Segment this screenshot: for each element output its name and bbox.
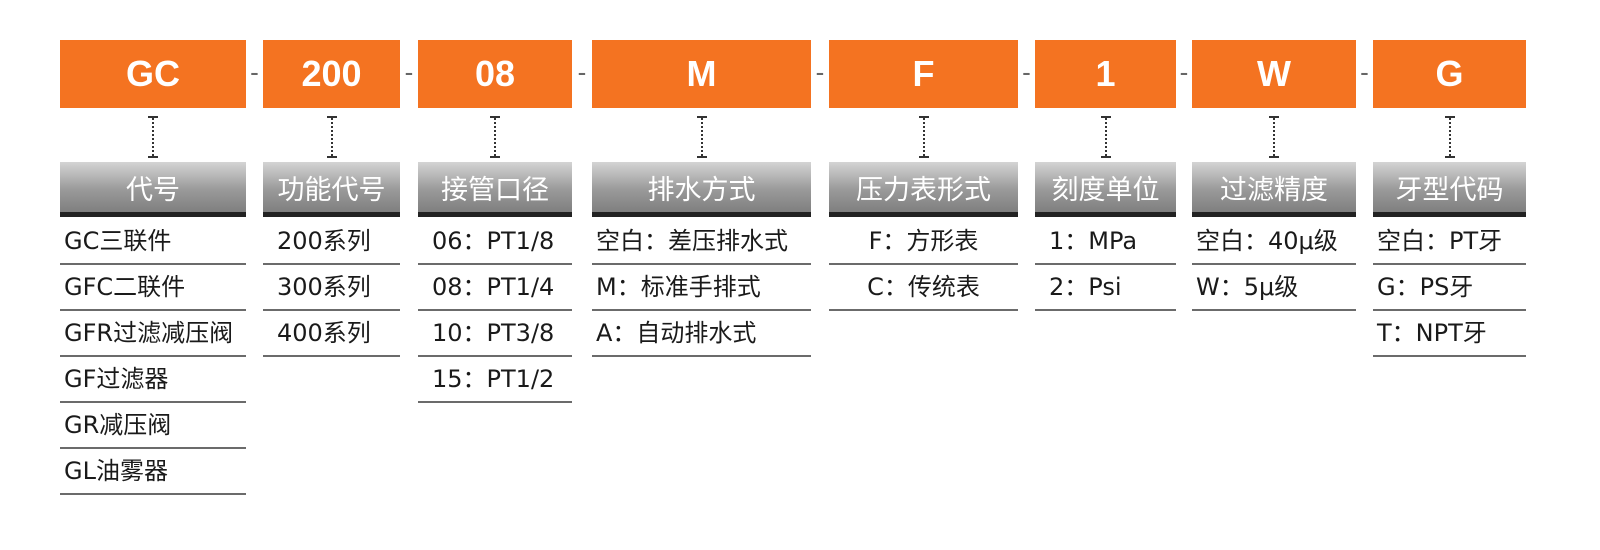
dotted-connector [829, 108, 1018, 162]
segment-code-box: 08 [418, 40, 572, 108]
list-item: 空白：40μ级 [1192, 219, 1356, 265]
segment-header: 刻度单位 [1035, 162, 1176, 217]
connector-dots [1448, 118, 1451, 156]
segment-header: 排水方式 [592, 162, 811, 217]
list-item: 2：Psi [1035, 265, 1176, 311]
dotted-connector [592, 108, 811, 162]
dotted-connector [1192, 108, 1356, 162]
segment-code-box: G [1373, 40, 1526, 108]
list-item: 08：PT1/4 [418, 265, 572, 311]
segment-header: 牙型代码 [1373, 162, 1526, 217]
connector-cap-top [1269, 116, 1279, 118]
list-item: A：自动排水式 [592, 311, 811, 357]
connector-cap-top [1444, 116, 1455, 118]
list-item: G：PS牙 [1373, 265, 1526, 311]
connector-cap-top [148, 116, 158, 118]
separator-dash: - [1360, 57, 1369, 87]
list-item: C：传统表 [829, 265, 1018, 311]
connector-cap-bot [1444, 156, 1455, 158]
dotted-connector [263, 108, 400, 162]
list-item: GR减压阀 [60, 403, 246, 449]
connector-cap-bot [696, 156, 707, 158]
list-item: 10：PT3/8 [418, 311, 572, 357]
connector-cap-top [490, 116, 500, 118]
list-item: GFC二联件 [60, 265, 246, 311]
connector-cap-top [1100, 116, 1111, 118]
segment-header: 过滤精度 [1192, 162, 1356, 217]
connector-dots [330, 118, 333, 156]
connector-cap-top [918, 116, 929, 118]
segment-code-box: F [829, 40, 1018, 108]
list-item: T：NPT牙 [1373, 311, 1526, 357]
connector-dots [494, 118, 496, 156]
list-item: 空白：差压排水式 [592, 219, 811, 265]
connector-cap-bot [490, 156, 500, 158]
list-item: W：5μ级 [1192, 265, 1356, 311]
list-item: 400系列 [263, 311, 400, 357]
list-item: 空白：PT牙 [1373, 219, 1526, 265]
connector-cap-top [696, 116, 707, 118]
list-item: F：方形表 [829, 219, 1018, 265]
segment-header: 压力表形式 [829, 162, 1018, 217]
separator-dash: - [1022, 57, 1031, 87]
dotted-connector [1373, 108, 1526, 162]
list-item: GC三联件 [60, 219, 246, 265]
dotted-connector [418, 108, 572, 162]
list-item: M：标准手排式 [592, 265, 811, 311]
segment-code-box: M [592, 40, 811, 108]
segment-code-box: 1 [1035, 40, 1176, 108]
separator-dash: - [250, 57, 259, 87]
list-item: GFR过滤减压阀 [60, 311, 246, 357]
connector-dots [922, 118, 925, 156]
connector-dots [1273, 118, 1275, 156]
separator-dash: - [404, 57, 414, 87]
connector-dots [700, 118, 703, 156]
connector-dots [152, 118, 154, 156]
connector-cap-bot [918, 156, 929, 158]
segment-code-box: W [1192, 40, 1356, 108]
connector-cap-bot [1100, 156, 1111, 158]
dotted-connector [1035, 108, 1176, 162]
list-item: GL油雾器 [60, 449, 246, 495]
list-item: 15：PT1/2 [418, 357, 572, 403]
connector-cap-bot [1269, 156, 1279, 158]
list-item: 300系列 [263, 265, 400, 311]
list-item: 06：PT1/8 [418, 219, 572, 265]
list-item: 1：MPa [1035, 219, 1176, 265]
segment-header: 代号 [60, 162, 246, 217]
connector-dots [1104, 118, 1107, 156]
separator-dash: - [1179, 57, 1189, 87]
list-item: 200系列 [263, 219, 400, 265]
connector-cap-bot [148, 156, 158, 158]
dotted-connector [60, 108, 246, 162]
segment-header: 接管口径 [418, 162, 572, 217]
segment-code-box: 200 [263, 40, 400, 108]
list-item: GF过滤器 [60, 357, 246, 403]
separator-dash: - [815, 57, 825, 87]
segment-code-box: GC [60, 40, 246, 108]
connector-cap-top [326, 116, 337, 118]
segment-header: 功能代号 [263, 162, 400, 217]
connector-cap-bot [326, 156, 337, 158]
separator-dash: - [577, 57, 587, 87]
